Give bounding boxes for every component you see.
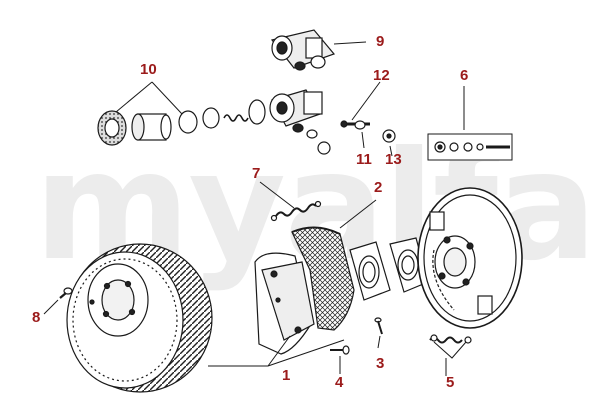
bleeder-screw-kit [427,133,513,161]
callout-3: 3 [376,355,385,372]
wheel-cylinder [270,29,336,71]
leader-12 [351,81,381,121]
callout-12: 12 [373,67,390,84]
hold-down-spring-kit [429,334,472,344]
backing-plate-screw [374,317,383,335]
nut [382,129,396,143]
callout-6: 6 [460,67,469,84]
drum-screw [59,287,73,299]
leader-5 [433,341,467,376]
callout-10: 10 [140,61,157,78]
callout-13: 13 [385,151,402,168]
leader-7 [259,181,295,209]
shoe-return-spring [270,200,322,222]
leader-9 [333,41,367,45]
wheel-cylinder-body [269,89,331,155]
leader-10 [115,81,183,115]
leader-8 [43,299,59,315]
callout-7: 7 [252,165,261,182]
leader-11 [361,131,365,149]
leader-1b [267,335,291,367]
bleeder-cap [340,120,348,128]
leader-13 [389,145,393,157]
brake-backing-plate [417,187,523,329]
leader-3 [377,335,381,349]
leader-2 [339,199,377,229]
callout-2: 2 [374,179,383,196]
callout-4: 4 [335,374,344,391]
callout-9: 9 [376,33,385,50]
leader-lines [43,41,467,376]
callout-11: 11 [356,151,372,168]
leader-1c [267,339,345,367]
brake-drum [66,243,213,393]
bleeder-valve [344,120,370,130]
brake-shoe-lining [291,226,355,331]
wheel-cylinder-seal-kit [97,99,266,146]
shoe-retaining-pin [330,345,350,355]
callout-5: 5 [446,374,455,391]
callout-1: 1 [282,367,291,384]
brake-shoe-rear [254,252,315,355]
gasket-inner [349,241,391,301]
callout-8: 8 [32,309,41,326]
